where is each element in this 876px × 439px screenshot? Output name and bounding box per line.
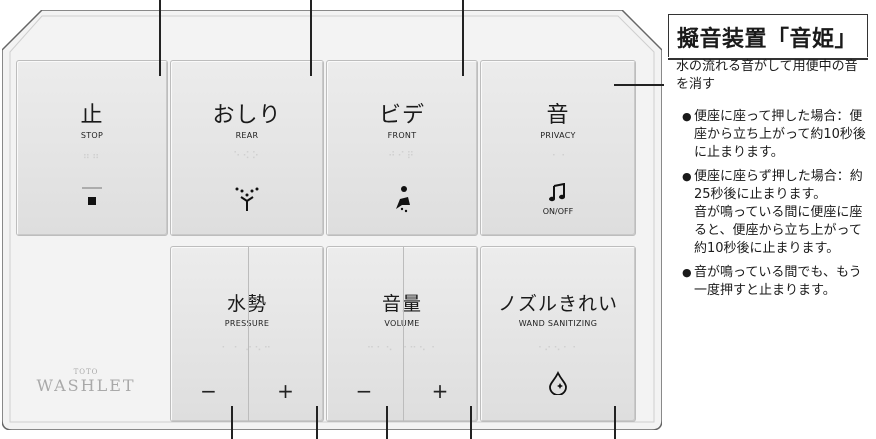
leader-line (614, 406, 616, 439)
leader-line (614, 84, 664, 86)
caption-list: 便座に座って押した場合：便座から立ち上がって約10秒後に止まります。 便座に座ら… (682, 108, 868, 306)
stop-label-en: STOP (80, 131, 104, 140)
volume-control: 音量 VOLUME ⠒⠂⠢ ⠐⠒⠢⠐ − + (326, 246, 478, 422)
leader-line (159, 0, 161, 76)
rear-label-en: REAR (235, 131, 259, 140)
leader-line (470, 406, 472, 439)
caption-item: 便座に座って押した場合：便座から立ち上がって約10秒後に止まります。 (682, 108, 868, 162)
volume-plus-button[interactable]: + (431, 379, 449, 403)
caption-divider (668, 58, 868, 60)
washlet-logo: TOTO WASHLET (22, 368, 150, 395)
pressure-minus-button[interactable]: − (200, 379, 217, 403)
wand-label-jp: ノズルきれい (497, 293, 618, 315)
caption-item-text: 音が鳴っている間でも、もう一度押すと止まります。 (694, 265, 862, 298)
front-button[interactable]: ビデ FRONT ⠚⠊⠟ (326, 60, 478, 236)
caption-item-text: 便座に座らず押した場合：約25秒後に止まります。 (694, 169, 863, 202)
key-divider (248, 247, 249, 421)
braille-dots: ⠑⠪⠕ (233, 151, 261, 162)
key-divider (403, 247, 404, 421)
privacy-label-en: PRIVACY (540, 131, 576, 140)
pressure-control: 水勢 PRESSURE ⠂⠐ ⠔⠢⠒ − + (170, 246, 324, 422)
leader-line (231, 406, 233, 439)
privacy-onoff-label: ON/OFF (542, 207, 574, 216)
volume-minus-button[interactable]: − (355, 379, 373, 403)
leader-line (386, 406, 388, 439)
caption-item: 便座に座らず押した場合：約25秒後に止まります。 音が鳴っている間に便座に座ると… (682, 168, 868, 258)
rear-spray-icon (235, 187, 259, 211)
caption-item: 音が鳴っている間でも、もう一度押すと止まります。 (682, 264, 868, 300)
caption-title: 擬音装置「音姫」 (668, 14, 868, 57)
front-label-jp: ビデ (378, 103, 425, 128)
washlet-name: WASHLET (36, 376, 136, 395)
volume-label-jp: 音量 (381, 293, 422, 315)
braille-dots: ⠶⠶ (82, 151, 102, 162)
stop-label-jp: 止 (80, 103, 104, 128)
bidet-spray-icon (396, 186, 410, 213)
leader-line (462, 0, 464, 76)
leader-line (316, 406, 318, 439)
privacy-sound-button[interactable]: 音 PRIVACY ⠐⠐ ON/OFF (480, 60, 636, 236)
wand-sanitizing-button[interactable]: ノズルきれい WAND SANITIZING ⠐⠔⠢⠂⠂ (480, 246, 636, 422)
caption-item-extra: 音が鳴っている間に便座に座ると、便座から立ち上がって約10秒後に止まります。 (694, 205, 863, 256)
caption-intro: 水の流れる音がして用便中の音を消す (676, 59, 858, 92)
privacy-label-jp: 音 (546, 103, 570, 128)
volume-label-en: VOLUME (384, 319, 420, 328)
stop-button[interactable]: 止 STOP ⠶⠶ (16, 60, 168, 236)
braille-dots: ⠐⠐ (548, 151, 568, 162)
music-note-icon (549, 183, 565, 202)
pressure-label-jp: 水勢 (226, 293, 267, 315)
rear-button[interactable]: おしり REAR ⠑⠪⠕ (170, 60, 324, 236)
braille-dots: ⠒⠂⠢ ⠐⠒⠢⠐ (366, 343, 438, 354)
stop-square-icon (82, 187, 102, 205)
wand-label-en: WAND SANITIZING (518, 319, 598, 328)
pressure-plus-button[interactable]: + (277, 379, 294, 403)
leader-line (310, 0, 312, 76)
sparkle-clean-icon (549, 371, 567, 395)
caption-item-text: 便座に座って押した場合：便座から立ち上がって約10秒後に止まります。 (694, 109, 866, 160)
pressure-label-en: PRESSURE (224, 319, 270, 328)
braille-dots: ⠐⠔⠢⠂⠂ (534, 343, 582, 354)
toto-brand: TOTO (73, 368, 99, 376)
otohime-caption: 擬音装置「音姫」 水の流れる音がして用便中の音を消す 便座に座って押した場合：便… (668, 8, 870, 432)
braille-dots: ⠂⠐ ⠔⠢⠒ (221, 343, 273, 354)
braille-dots: ⠚⠊⠟ (388, 151, 416, 162)
front-label-en: FRONT (387, 131, 417, 140)
rear-label-jp: おしり (212, 103, 282, 128)
